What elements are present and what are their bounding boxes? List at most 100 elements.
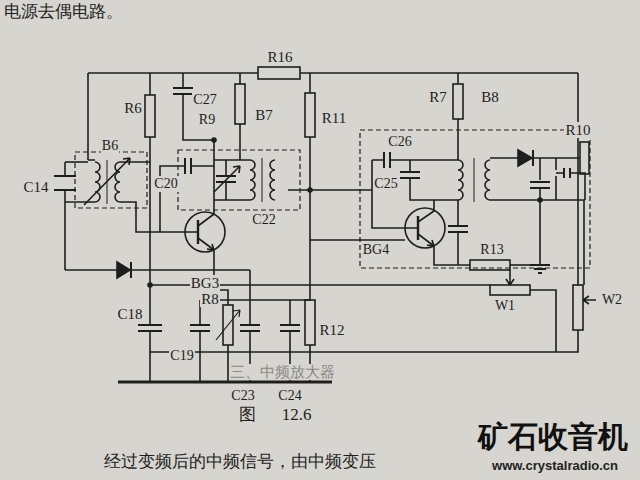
part-name: BG4 [362,242,390,257]
diode-symbol [130,262,132,278]
ground-symbol [530,265,550,273]
part-name: C14 [22,179,49,196]
capacitor-symbol [138,325,162,331]
wire [149,73,151,382]
part-name: B6 [101,138,119,153]
core-line [262,158,263,202]
part-name: R6 [123,100,143,117]
part-name: C24 [277,388,302,403]
part-name: R11 [321,110,347,127]
capacitor-symbol [190,325,300,331]
junction-dot [148,283,152,287]
watermark: 矿石收音机 [477,420,629,453]
wire [288,190,405,240]
capacitor-symbol [185,158,191,174]
coil-symbol [485,160,490,200]
wire [434,215,470,265]
coil-symbol [458,160,463,200]
transistor-symbol [197,220,199,244]
wire [150,285,578,352]
part-name: C23 [230,388,255,403]
wire [88,72,578,74]
wire [120,162,198,232]
capacitor-symbol [448,226,468,232]
wiper-arrow [583,296,596,304]
transistor-symbol [198,140,214,250]
part-name: C22 [251,212,276,227]
wire [457,73,459,160]
part-name: B8 [480,89,500,106]
ground-symbol [118,380,332,383]
part-name: R16 [266,49,293,66]
shield-box [178,150,300,210]
shield-box [360,130,590,268]
resistor-symbol [580,142,589,174]
wire [440,160,458,215]
capacitor-symbol [173,88,193,94]
junction-dot [308,188,312,192]
watermark: www.crystalradio.cn [491,459,619,473]
part-name: R13 [479,242,504,257]
coil-symbol [95,162,100,202]
part-name: R10 [564,122,591,139]
part-name: C19 [169,348,194,363]
diode-symbol [532,150,534,166]
coil-symbol [250,160,255,200]
part-name: C20 [153,176,178,191]
part-name: C26 [387,134,412,149]
capacitor-symbol [384,152,390,168]
wire [65,161,88,163]
part-name: R9 [198,112,216,127]
resistor-symbol [305,93,315,137]
part-name: BG3 [190,275,220,292]
shield-box [75,152,147,208]
capacitor-symbol [564,168,570,178]
resistor-symbol [258,67,300,79]
wire [410,160,440,200]
resistor-symbol [453,84,463,119]
wiper-arrow [506,270,514,285]
part-name: B7 [254,107,274,124]
capacitor-symbol [54,176,76,190]
tuning-arrow [216,310,240,340]
wire [87,73,89,160]
bleed-through-text: 三、中频放大器 [229,364,336,381]
coil-symbol [270,160,275,200]
part-name: C25 [373,176,398,191]
wire [65,269,250,271]
wire [372,160,410,228]
wire [290,73,310,382]
core-line [474,158,475,202]
potentiometer-symbol [490,285,530,295]
part-name: R8 [200,291,220,308]
resistor-symbol [305,300,315,345]
tuning-arrow [84,158,130,205]
wire [214,158,250,200]
wire [578,73,584,285]
transistor-symbol [405,200,434,246]
part-name: R12 [318,322,345,339]
diode-symbol [518,150,532,166]
junction-dot [212,138,216,142]
body-text: 经过变频后的中频信号，由中频变压 [103,453,377,472]
capacitor-symbol [400,172,420,178]
transistor-symbol [185,212,225,252]
capacitor-symbol [530,182,550,188]
resistor-symbol [470,260,510,270]
potentiometer-symbol [573,285,583,330]
part-name: W2 [601,292,623,307]
resistor-symbol [145,95,155,137]
body-text: 电源去偶电路。 [3,3,124,22]
junction-dot [538,198,542,202]
diode-symbol [117,262,130,278]
part-name: R7 [428,89,448,106]
tuning-arrow [214,166,240,192]
wire [239,73,241,158]
part-name: C27 [192,92,217,107]
part-name: C18 [116,306,143,323]
resistor-symbol [235,84,245,124]
figure-caption: 图 12.6 [239,403,312,426]
part-name: W1 [494,298,516,313]
